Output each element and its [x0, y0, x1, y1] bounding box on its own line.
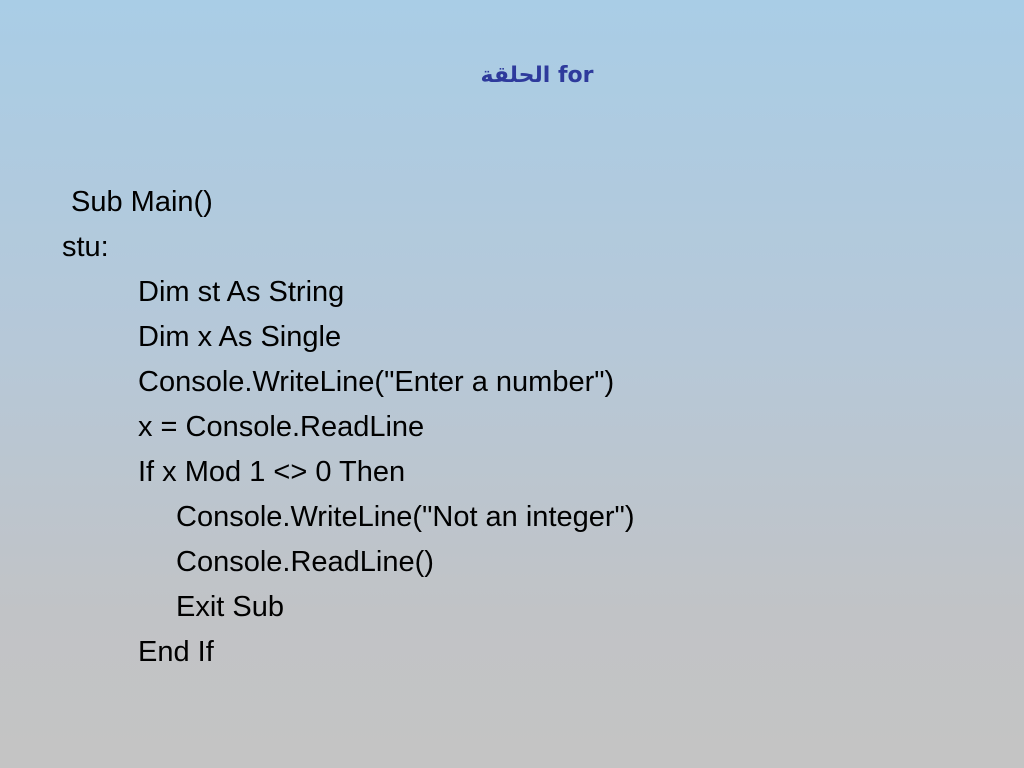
code-line: Console.WriteLine("Enter a number"): [138, 366, 615, 398]
code-line: Sub Main(): [71, 186, 213, 218]
code-line: x = Console.ReadLine: [138, 411, 425, 443]
code-line: Console.ReadLine(): [176, 546, 434, 578]
code-line: End If: [138, 636, 214, 668]
code-line: Console.WriteLine("Not an integer"): [176, 501, 635, 533]
slide-title: الحلقة for: [480, 63, 594, 88]
code-line: If x Mod 1 <> 0 Then: [138, 456, 406, 488]
code-line: Dim x As Single: [138, 321, 342, 353]
code-block: Sub Main() stu: Dim st As String Dim x A…: [0, 180, 1024, 675]
code-line: stu:: [62, 231, 109, 263]
code-line: Dim st As String: [138, 276, 345, 308]
code-line: Exit Sub: [176, 591, 284, 623]
